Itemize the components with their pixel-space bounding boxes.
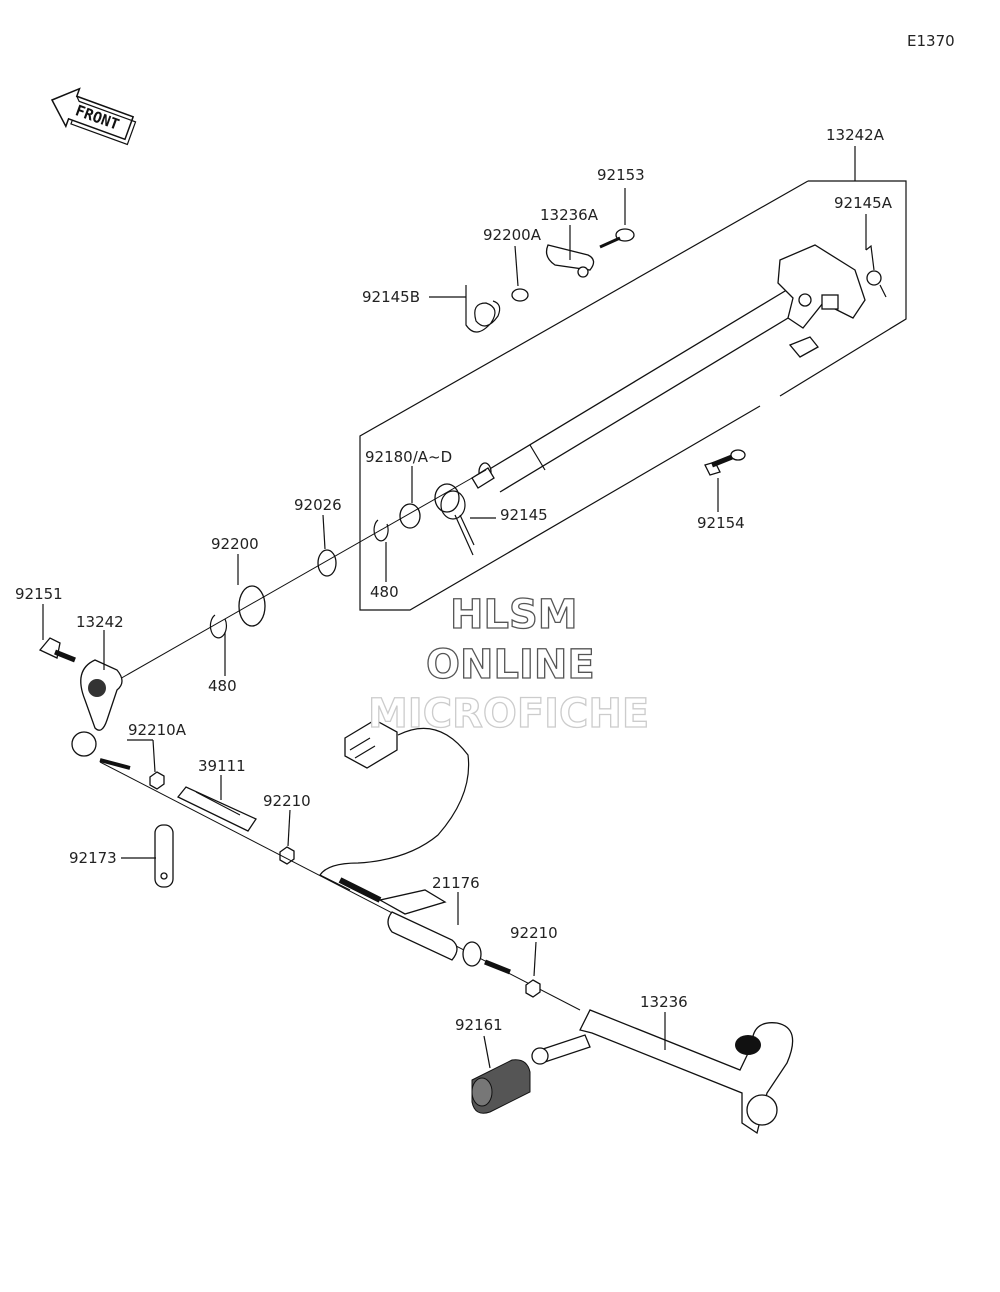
rod-39111 (176, 786, 257, 832)
nut-92210-lower (525, 979, 541, 998)
label-92210-upper: 92210 (263, 792, 311, 810)
bolt-92153 (599, 228, 635, 249)
label-92154: 92154 (697, 514, 745, 532)
label-92210-lower: 92210 (510, 924, 558, 942)
label-92173: 92173 (69, 849, 117, 867)
part-labels: 13242A 92153 92145A 13236A 92200A 92145B… (15, 126, 893, 1034)
shift-lever-13242 (71, 659, 123, 757)
bolt-92210A (99, 758, 131, 770)
nut-92210A (149, 771, 165, 790)
label-13242A: 13242A (826, 126, 885, 144)
leader-lines (42, 146, 867, 1069)
label-13242: 13242 (76, 613, 124, 631)
washer-92200A (511, 288, 529, 302)
label-13236A: 13236A (540, 206, 599, 224)
shift-sensor-21176 (338, 877, 511, 975)
label-92026: 92026 (294, 496, 342, 514)
label-92161: 92161 (455, 1016, 503, 1034)
diagram-code: E1370 (907, 32, 955, 50)
shift-pedal-13236 (531, 1009, 794, 1135)
label-92200A: 92200A (483, 226, 542, 244)
label-92151: 92151 (15, 585, 63, 603)
label-92210A: 92210A (128, 721, 187, 739)
spring-92145 (434, 483, 475, 556)
washer-92026 (317, 549, 337, 577)
assembly-boundary-lower (359, 180, 809, 611)
pedal-rubber-92161 (471, 1059, 531, 1114)
bolt-92151 (38, 637, 76, 663)
front-arrow-icon: FRONT (50, 87, 137, 146)
link-plate-92173 (154, 824, 174, 888)
bolt-92154 (704, 449, 746, 476)
label-13236: 13236 (640, 993, 688, 1011)
circlip-480-lower (209, 614, 227, 639)
watermark-line1: HLSM (450, 592, 578, 638)
label-480-lower: 480 (208, 677, 237, 695)
nut-92210-upper (279, 846, 295, 865)
label-480-upper: 480 (370, 583, 399, 601)
watermark-line2: ONLINE (426, 642, 595, 688)
washer-92200 (238, 585, 266, 627)
label-21176: 21176 (432, 874, 480, 892)
assembly-boundary (779, 180, 907, 397)
spring-92145A (865, 244, 887, 298)
label-92153: 92153 (597, 166, 645, 184)
label-92145A: 92145A (834, 194, 893, 212)
label-92200: 92200 (211, 535, 259, 553)
watermark: HLSM ONLINE MICROFICHE (367, 591, 650, 737)
label-39111: 39111 (198, 757, 246, 775)
spring-92145B (465, 285, 501, 333)
label-92145: 92145 (500, 506, 548, 524)
sensor-connector (319, 719, 470, 891)
shift-shaft-13242A (471, 244, 866, 493)
label-92180: 92180/A~D (365, 448, 452, 466)
circlip-480-upper (373, 519, 389, 542)
washer-92180 (399, 503, 421, 529)
watermark-line3: MICROFICHE (368, 691, 649, 737)
label-92145B: 92145B (362, 288, 420, 306)
